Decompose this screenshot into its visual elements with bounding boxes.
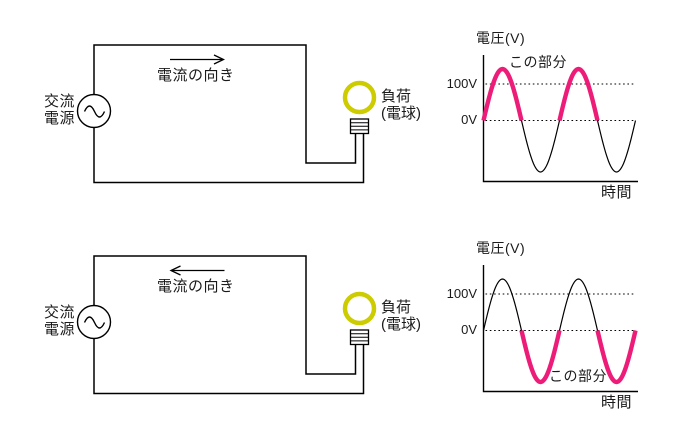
ytick-0v-bottom: 0V: [461, 322, 477, 337]
graph-title-top: 電圧(V): [476, 30, 526, 46]
sine-symbol-icon: [83, 316, 106, 329]
highlighted-half-cycle: [595, 329, 638, 385]
highlight-label-bottom: この部分: [549, 368, 607, 384]
ytick-100v-top: 100V: [446, 76, 477, 91]
graph-axes: [482, 55, 638, 183]
ac-source-label-bottom: 交流 電源: [44, 304, 76, 338]
wire-path-lower: [93, 338, 365, 395]
highlighted-half-cycle: [557, 66, 600, 122]
light-bulb-icon: [342, 291, 377, 326]
voltage-graph-bottom: [482, 265, 638, 393]
circuit-top: [76, 44, 377, 184]
highlight-label-top: この部分: [509, 54, 567, 70]
sine-symbol-icon: [83, 105, 106, 118]
graph-axes: [482, 265, 638, 393]
ac-source-label-top: 交流 電源: [44, 93, 76, 127]
highlighted-half-cycle: [481, 66, 524, 122]
ytick-0v-top: 0V: [461, 112, 477, 127]
current-arrow-left-icon: [169, 265, 181, 276]
graph-title-bottom: 電圧(V): [476, 240, 526, 256]
xaxis-label-top: 時間: [601, 184, 633, 201]
current-direction-label-top: 電流の向き: [157, 67, 235, 84]
current-arrow-right-icon: [213, 54, 226, 65]
ytick-100v-bottom: 100V: [446, 286, 477, 301]
load-label-top: 負荷 (電球): [381, 88, 421, 122]
wire-path-lower: [93, 127, 365, 184]
current-direction-label-bottom: 電流の向き: [157, 278, 235, 295]
xaxis-label-bottom: 時間: [601, 394, 633, 411]
wire-path-upper: [93, 255, 357, 375]
load-label-bottom: 負荷 (電球): [381, 299, 421, 333]
light-bulb-icon: [342, 80, 377, 115]
wire-path-upper: [93, 44, 357, 164]
highlighted-half-cycle: [519, 329, 562, 385]
voltage-graph-top: [481, 55, 638, 183]
circuit-bottom: [76, 255, 377, 395]
